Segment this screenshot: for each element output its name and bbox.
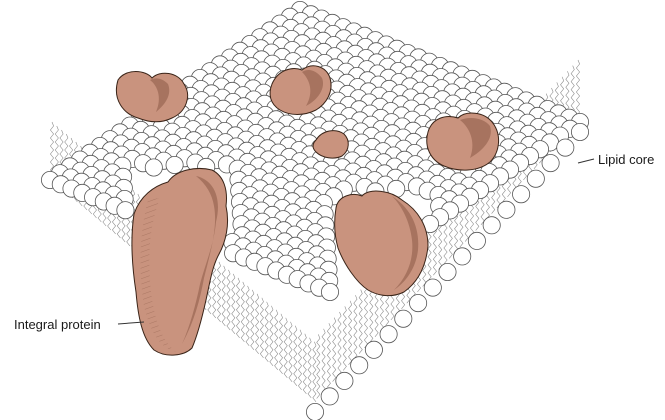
lipid-tail — [294, 326, 297, 386]
lipid-core-label: Lipid core — [598, 152, 654, 167]
peripheral-protein-1 — [116, 72, 187, 122]
lipid-tail — [359, 290, 362, 354]
lipid-head — [395, 310, 412, 327]
lipid-tail — [251, 290, 254, 350]
lipid-tail — [322, 329, 325, 393]
lipid-tail — [333, 318, 336, 382]
lipid-tail — [284, 318, 287, 378]
lipid-tail — [232, 274, 235, 334]
lipid-tail — [236, 278, 239, 338]
lipid-head — [439, 263, 456, 280]
lipid-tail — [260, 298, 263, 358]
integral-protein-label: Integral protein — [14, 317, 101, 332]
peripheral-protein-5 — [335, 191, 428, 296]
lipid-tail — [279, 314, 282, 374]
lipid-tail — [308, 338, 311, 398]
lipid-head — [557, 139, 574, 156]
lipid-head — [468, 232, 485, 249]
lipid-tail — [364, 284, 367, 348]
lipid-tail — [313, 342, 316, 402]
lipid-head — [117, 202, 134, 219]
lipid-tail — [317, 334, 320, 398]
lipid-tail — [241, 282, 244, 342]
lipid-tail — [270, 306, 273, 366]
lipid-tail — [303, 334, 306, 394]
lipid-head — [571, 123, 588, 140]
lipid-head — [365, 341, 382, 358]
lipid-tail — [343, 306, 346, 370]
lipid-head — [321, 388, 338, 405]
lipid-head — [166, 156, 183, 173]
lipid-tail — [349, 301, 352, 365]
lipid-head — [542, 155, 559, 172]
lipid-tail — [327, 323, 330, 387]
lipid-head — [321, 283, 338, 300]
lipid-tail — [354, 295, 357, 359]
lipid-tail — [222, 266, 225, 326]
lipid-head — [380, 326, 397, 343]
integral-protein — [132, 169, 228, 356]
lipid-head — [454, 248, 471, 265]
lipid-head — [483, 217, 500, 234]
lipid-tail — [256, 294, 259, 354]
lipid-tail — [289, 322, 292, 382]
lipid-tail — [217, 262, 220, 322]
lipid-head — [306, 403, 323, 420]
lipid-tail — [338, 312, 341, 376]
lipid-head — [513, 186, 530, 203]
lipid-bilayer-surface — [41, 1, 588, 420]
lipid-head — [336, 372, 353, 389]
lipid-tail — [246, 286, 249, 346]
lipid-head — [145, 159, 162, 176]
lipid-head — [410, 295, 427, 312]
lipid-core-leader-line — [578, 159, 594, 163]
lipid-head — [351, 357, 368, 374]
lipid-head — [527, 170, 544, 187]
lipid-head — [424, 279, 441, 296]
lipid-tail — [227, 270, 230, 330]
lipid-tail — [265, 302, 268, 362]
lipid-head — [498, 201, 515, 218]
lipid-tail — [298, 330, 301, 390]
peripheral-protein-4 — [427, 113, 499, 170]
lipid-tail — [275, 310, 278, 370]
